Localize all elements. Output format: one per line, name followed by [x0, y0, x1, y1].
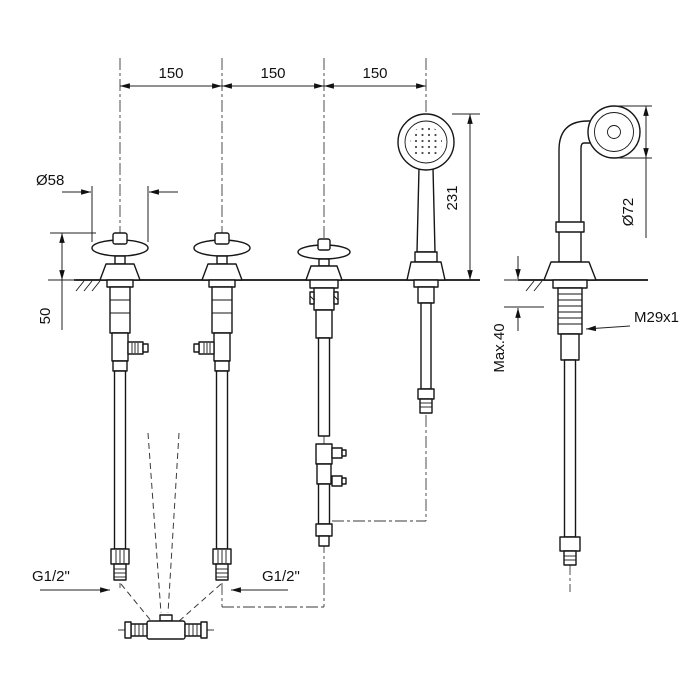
dim-50-label: 50	[37, 308, 54, 325]
right-valve	[193, 232, 251, 581]
dim-g12-right-label: G1/2"	[262, 568, 300, 585]
dim-max40-label: Max.40	[491, 323, 508, 372]
dim-231-label: 231	[444, 185, 461, 210]
handshower-holder-side-view	[543, 105, 641, 566]
dim-d58-label: Ø58	[36, 172, 64, 189]
handshower	[397, 113, 455, 414]
dim-150-a-label: 150	[158, 65, 183, 82]
dim-150-b-label: 150	[260, 65, 285, 82]
dim-150-c-label: 150	[362, 65, 387, 82]
dim-d72-label: Ø72	[620, 198, 637, 226]
mixer-tee	[124, 614, 208, 640]
shower-hose	[420, 302, 432, 390]
spout-valve	[297, 238, 351, 547]
routing-dashed-lines	[120, 432, 222, 623]
threaded-shank	[557, 287, 583, 335]
dimension-labels: 150 150 150 Ø58 50 231 Ø72 Max.40 M29x1 …	[32, 65, 679, 585]
spray-face	[410, 126, 442, 158]
dim-thread-label: M29x1	[634, 309, 679, 326]
left-valve	[91, 232, 149, 581]
dim-g12-left-label: G1/2"	[32, 568, 70, 585]
dimension-lines	[40, 83, 652, 593]
